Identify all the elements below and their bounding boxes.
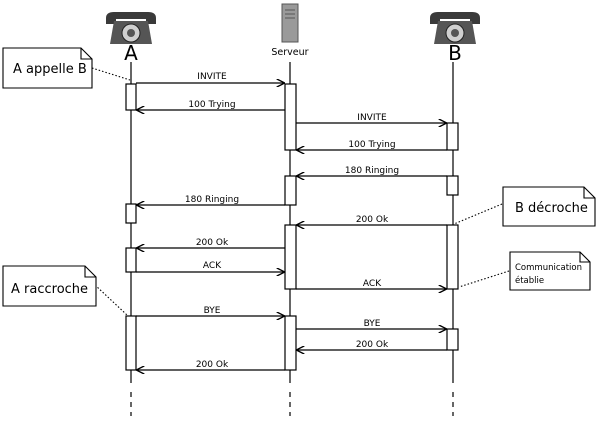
activation-box xyxy=(284,224,297,290)
note-a-hangs-up: A raccroche xyxy=(2,265,97,307)
note-communication-established: Communication établie xyxy=(509,251,591,291)
messages xyxy=(136,83,447,370)
note-text: B décroche xyxy=(515,201,588,216)
message-label: 100 Trying xyxy=(188,100,235,110)
note-connectors xyxy=(91,67,510,316)
activation-box xyxy=(446,122,459,151)
message-label: ACK xyxy=(203,261,222,271)
activation-box xyxy=(284,83,297,151)
activation-box xyxy=(284,315,297,371)
telephone-icon xyxy=(105,11,157,45)
note-b-answers: B décroche xyxy=(502,186,596,227)
note-connector xyxy=(458,270,510,288)
message-label: INVITE xyxy=(197,72,227,82)
message-label: BYE xyxy=(204,306,221,316)
message-label: ACK xyxy=(363,279,382,289)
note-text: A raccroche xyxy=(11,282,88,297)
message-label: 200 Ok xyxy=(196,238,229,248)
activation-box xyxy=(446,175,459,196)
note-text: Communication xyxy=(515,263,582,273)
activation-box xyxy=(125,83,137,111)
activation-box xyxy=(446,224,459,290)
participant-server-label: Serveur xyxy=(271,47,308,58)
message-label: BYE xyxy=(364,319,381,329)
note-a-calls: A appelle B xyxy=(2,47,93,89)
telephone-icon xyxy=(429,11,481,45)
note-connector xyxy=(91,67,131,81)
message-label: 200 Ok xyxy=(356,340,389,350)
message-label: 100 Trying xyxy=(348,140,395,150)
activation-box xyxy=(446,328,459,351)
note-text: établie xyxy=(515,275,544,286)
participant-b-label: B xyxy=(448,41,462,65)
activation-box xyxy=(284,175,297,206)
message-label: INVITE xyxy=(357,113,387,123)
participant-a-label: A xyxy=(124,41,138,65)
message-labels: INVITE 100 Trying INVITE 100 Trying 180 … xyxy=(185,72,399,370)
activation-box xyxy=(125,315,137,371)
note-text: A appelle B xyxy=(13,62,87,77)
note-connector xyxy=(94,284,128,316)
activation-box xyxy=(125,203,137,224)
message-label: 180 Ringing xyxy=(185,195,239,205)
message-label: 180 Ringing xyxy=(345,166,399,176)
activation-box xyxy=(125,247,137,273)
message-label: 200 Ok xyxy=(196,360,229,370)
message-label: 200 Ok xyxy=(356,215,389,225)
server-icon xyxy=(281,3,299,43)
note-connector xyxy=(453,203,503,225)
activation-boxes xyxy=(125,83,459,371)
